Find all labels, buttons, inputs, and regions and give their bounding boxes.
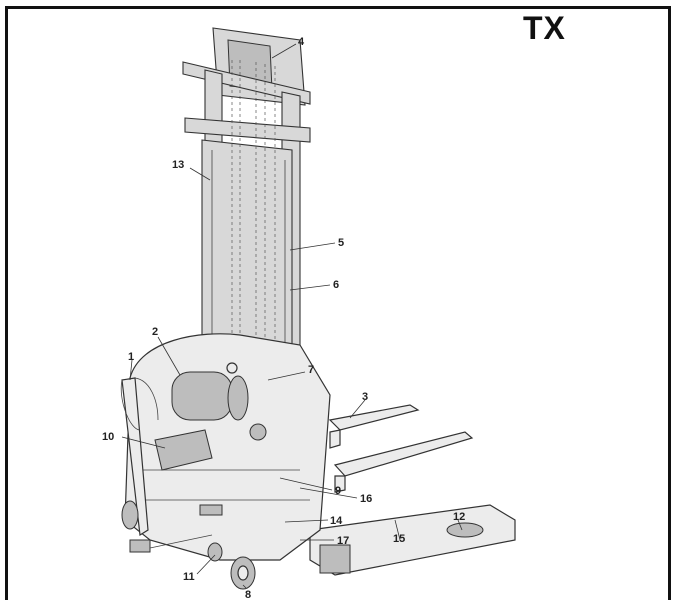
fork-carriage-plate (201, 139, 293, 361)
straddle-leg (309, 504, 516, 576)
callout-17: 17 (337, 535, 349, 547)
callout-12: 12 (453, 511, 465, 523)
callout-8: 8 (245, 589, 251, 601)
pump-unit (227, 375, 249, 421)
callout-10: 10 (102, 431, 114, 443)
tiller-base (129, 539, 151, 553)
callout-14: 14 (330, 515, 343, 527)
figure-frame (5, 6, 671, 600)
callout-11: 11 (183, 571, 195, 583)
callout-7: 7 (308, 364, 314, 376)
callout-16: 16 (360, 493, 372, 505)
callout-9: 9 (335, 485, 341, 497)
hydraulic-motor (171, 371, 233, 421)
mast-assembly (182, 27, 311, 393)
rear-caster (121, 500, 139, 530)
chassis-slot (199, 504, 223, 516)
forks (309, 404, 516, 576)
fork-upper-right (333, 431, 474, 477)
tiller-shaft (121, 377, 149, 537)
fork-upper-right-heel (334, 475, 346, 493)
mast-middle-crossbar (184, 117, 311, 143)
leader-lines (121, 43, 463, 589)
callout-1: 1 (128, 351, 134, 363)
drive-wheel-hub (237, 565, 249, 581)
leg-front-block (319, 544, 351, 574)
callout-15: 15 (393, 533, 405, 545)
stabilizer-wheel (207, 542, 223, 562)
fork-upper-left (328, 404, 420, 431)
wheels (121, 500, 256, 590)
cylinder-fitting (226, 362, 238, 374)
battery-box (154, 429, 213, 471)
callout-6: 6 (333, 279, 339, 291)
callout-5: 5 (338, 237, 344, 249)
callout-13: 13 (172, 159, 184, 171)
straddle-wheel (446, 522, 484, 538)
tiller-handle (120, 377, 213, 553)
control-knob (249, 423, 267, 441)
callout-2: 2 (152, 326, 158, 338)
figure-title: TX (523, 10, 566, 46)
callout-labels: 4 13 5 6 2 1 7 3 10 9 16 14 17 15 12 11 … (102, 36, 465, 601)
chassis (124, 333, 331, 561)
callout-4: 4 (298, 36, 305, 48)
fork-upper-left-heel (329, 429, 341, 449)
callout-3: 3 (362, 391, 368, 403)
